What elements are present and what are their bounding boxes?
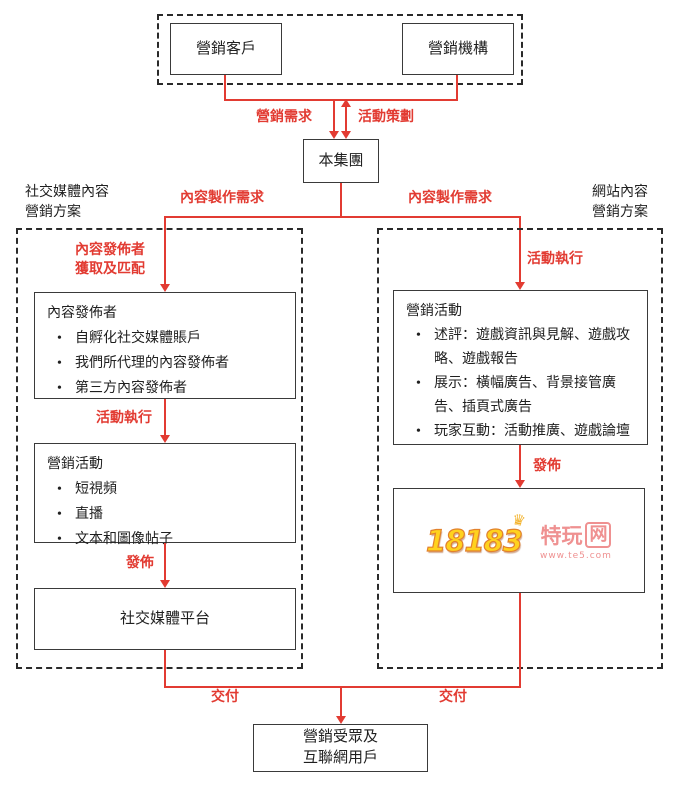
content-publishers-list: 自孵化社交媒體賬戶 我們所代理的內容發佈者 第三方內容發佈者	[47, 326, 289, 401]
right-section-title-line1: 網站內容	[592, 185, 648, 200]
logo-te5: 特玩 网 www.te5.com	[540, 520, 612, 561]
top-dashed-container	[157, 14, 523, 85]
connector-line	[164, 399, 166, 435]
acquire-match-label-line2: 獲取及匹配	[75, 262, 145, 277]
audience-label: 營銷受眾及 互聯網用戶	[303, 727, 378, 769]
right-section-title: 網站內容 營銷方案	[592, 183, 648, 223]
arrow-up-icon	[341, 99, 351, 107]
list-item: 我們所代理的內容發佈者	[47, 351, 289, 376]
arrow-down-icon	[336, 716, 346, 724]
left-marketing-activities-title: 營銷活動	[47, 457, 103, 472]
logo-18183-text: 18183	[425, 523, 523, 558]
list-item: 文本和圖像帖子	[47, 527, 289, 552]
left-publish-label: 發佈	[126, 556, 154, 571]
logo-te5-url: www.te5.com	[539, 551, 612, 561]
platform-logos: 18183 ♛ 特玩 网 www.te5.com	[394, 489, 644, 592]
deliver-left-label: 交付	[211, 690, 239, 705]
left-section-title-line1: 社交媒體內容	[25, 185, 109, 200]
marketing-client-label: 營銷客戶	[195, 40, 256, 57]
marketing-client-box: 營銷客戶	[170, 23, 282, 75]
marketing-agency-label: 營銷機構	[427, 40, 488, 57]
arrow-down-icon	[515, 282, 525, 290]
right-marketing-activities-box: 營銷活動 述評：遊戲資訊與見解、遊戲攻略、遊戲報告 展示：橫幅廣告、背景接管廣告…	[393, 290, 648, 445]
list-item: 自孵化社交媒體賬戶	[47, 326, 289, 351]
connector-line	[340, 183, 342, 217]
right-publish-label: 發佈	[533, 459, 561, 474]
crown-icon: ♛	[509, 509, 526, 530]
acquire-match-label: 內容發佈者 獲取及匹配	[58, 241, 162, 279]
list-item: 短視頻	[47, 477, 289, 502]
connector-line	[224, 75, 226, 100]
logo-te5-wordmark: 特玩 网	[540, 520, 612, 550]
content-publishers-box: 內容發佈者 自孵化社交媒體賬戶 我們所代理的內容發佈者 第三方內容發佈者	[34, 292, 296, 401]
connector-line	[345, 106, 347, 132]
audience-label-line2: 互聯網用戶	[302, 750, 378, 766]
connector-line	[456, 75, 458, 100]
connector-line	[164, 216, 521, 218]
marketing-agency-box: 營銷機構	[402, 23, 514, 75]
right-marketing-activities-list: 述評：遊戲資訊與見解、遊戲攻略、遊戲報告 展示：橫幅廣告、背景接管廣告、插頁式廣…	[406, 324, 641, 444]
demand-flow-label: 營銷需求	[256, 110, 312, 125]
social-media-platform-label: 社交媒體平台	[119, 610, 210, 627]
website-platforms-box: 18183 ♛ 特玩 网 www.te5.com	[393, 488, 645, 593]
audience-label-line1: 營銷受眾及	[302, 729, 378, 745]
content-production-demand-right-label: 內容製作需求	[408, 191, 492, 206]
arrow-down-icon	[160, 435, 170, 443]
arrow-down-icon	[515, 480, 525, 488]
left-execution-label: 活動執行	[96, 411, 152, 426]
right-execution-label: 活動執行	[527, 252, 583, 267]
logo-18183: 18183 ♛	[425, 509, 525, 558]
group-box: 本集團	[303, 139, 379, 183]
connector-line	[164, 650, 166, 688]
audience-box: 營銷受眾及 互聯網用戶	[253, 724, 428, 772]
connector-line	[340, 686, 342, 716]
left-section-title-line2: 營銷方案	[25, 205, 81, 220]
social-media-platform-box: 社交媒體平台	[34, 588, 296, 650]
connector-line	[333, 99, 335, 132]
list-item: 直播	[47, 502, 289, 527]
arrow-down-icon	[329, 131, 339, 139]
left-marketing-activities-list: 短視頻 直播 文本和圖像帖子	[47, 477, 289, 552]
logo-te5-prefix: 特玩	[540, 524, 583, 548]
list-item: 玩家互動：活動推廣、遊戲論壇	[406, 420, 641, 444]
connector-line	[519, 445, 521, 480]
list-item: 述評：遊戲資訊與見解、遊戲攻略、遊戲報告	[406, 324, 641, 372]
right-section-title-line2: 營銷方案	[592, 205, 648, 220]
connector-line	[164, 216, 166, 284]
arrow-down-icon	[160, 284, 170, 292]
logo-te5-suffix: 网	[585, 522, 612, 548]
list-item: 第三方內容發佈者	[47, 376, 289, 401]
group-label: 本集團	[318, 152, 364, 169]
left-section-title: 社交媒體內容 營銷方案	[25, 183, 109, 223]
connector-line	[519, 593, 521, 688]
content-publishers-title: 內容發佈者	[47, 306, 117, 321]
left-marketing-activities-box: 營銷活動 短視頻 直播 文本和圖像帖子	[34, 443, 296, 552]
acquire-match-label-line1: 內容發佈者	[75, 243, 145, 258]
deliver-right-label: 交付	[439, 690, 467, 705]
content-production-demand-left-label: 內容製作需求	[180, 191, 264, 206]
right-marketing-activities-title: 營銷活動	[406, 304, 462, 319]
arrow-down-icon	[160, 580, 170, 588]
connector-line	[164, 543, 166, 580]
social-media-section-container	[16, 228, 303, 669]
connector-line	[519, 216, 521, 282]
connector-line	[164, 686, 521, 688]
list-item: 展示：橫幅廣告、背景接管廣告、插頁式廣告	[406, 372, 641, 420]
planning-flow-label: 活動策劃	[358, 110, 414, 125]
arrow-down-icon	[341, 131, 351, 139]
